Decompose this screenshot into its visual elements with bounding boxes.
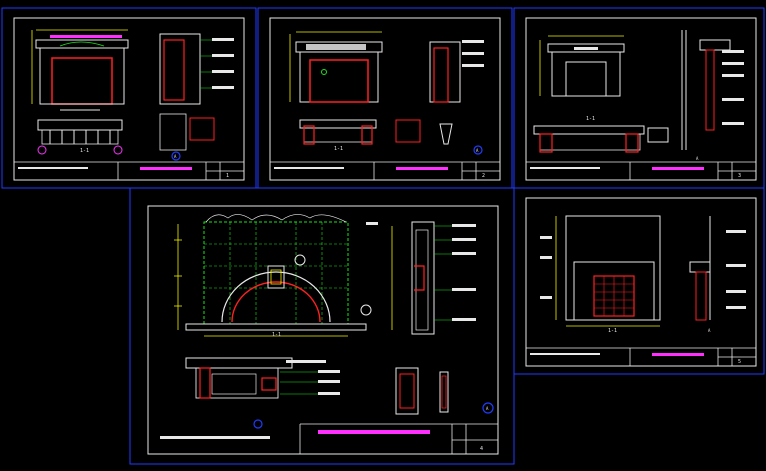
note-text-bar bbox=[18, 167, 88, 169]
sheet-5: 1-1 A 5 bbox=[525, 197, 757, 367]
title-block bbox=[526, 161, 756, 180]
fireplace-elevation bbox=[289, 31, 383, 103]
title-block bbox=[526, 347, 756, 366]
fireplace-side-section bbox=[391, 221, 476, 335]
detail-mark-a: A bbox=[174, 154, 177, 159]
sheet-number: 1 bbox=[226, 173, 229, 179]
sheet-number: 4 bbox=[480, 446, 483, 452]
viewport-frame-5 bbox=[513, 187, 765, 375]
fireplace-elevation bbox=[540, 215, 661, 327]
fireplace-elevation bbox=[539, 35, 625, 97]
title-text-bar bbox=[318, 430, 430, 434]
sheet-number: 5 bbox=[738, 359, 741, 365]
scale-mark-1-1: 1-1 bbox=[272, 332, 281, 338]
detail-drawings bbox=[395, 367, 494, 415]
sheet-border bbox=[269, 17, 501, 181]
sheet-2: 1-1 A 2 bbox=[269, 17, 501, 181]
fireplace-plan bbox=[37, 119, 123, 155]
sheet-border bbox=[13, 17, 245, 181]
fireplace-side-section bbox=[429, 40, 484, 103]
title-block bbox=[270, 161, 500, 180]
detail-mark-a: A bbox=[696, 156, 699, 161]
detail-mark-a: A bbox=[476, 148, 479, 153]
detail-mark-a: A bbox=[486, 406, 489, 411]
title-text-bar bbox=[140, 167, 192, 170]
note-text-bar bbox=[274, 167, 344, 169]
sheet-1: 1-1 A 1 bbox=[13, 17, 245, 181]
sheet-number: 3 bbox=[738, 173, 741, 179]
detail-drawings bbox=[395, 119, 483, 155]
title-text-bar bbox=[652, 353, 704, 356]
scale-mark-1-1: 1-1 bbox=[608, 328, 617, 334]
fireplace-elevation bbox=[174, 214, 378, 337]
fireplace-elevation bbox=[31, 29, 129, 111]
detail-mark-a: A bbox=[708, 328, 711, 333]
fireplace-side-section bbox=[689, 216, 746, 321]
sheet-number: 2 bbox=[482, 173, 485, 179]
wall-section bbox=[681, 30, 744, 150]
title-text-bar bbox=[652, 167, 704, 170]
detail-drawings bbox=[159, 113, 215, 161]
fireplace-side-section bbox=[159, 33, 234, 105]
scale-mark-1-1: 1-1 bbox=[80, 148, 89, 154]
title-text-bar bbox=[396, 167, 448, 170]
title-block bbox=[299, 423, 498, 454]
viewport-borders bbox=[1, 7, 765, 465]
sheet-border bbox=[147, 205, 499, 455]
scale-mark-1-1: 1-1 bbox=[586, 116, 595, 122]
sheet-border bbox=[525, 197, 757, 367]
note-text-bar bbox=[160, 436, 270, 439]
title-block bbox=[14, 161, 244, 180]
viewport-frame-1 bbox=[1, 7, 257, 189]
fireplace-plan bbox=[299, 119, 377, 145]
note-text-bar bbox=[530, 353, 600, 355]
sheet-4: 1-1 A 4 bbox=[147, 205, 499, 455]
fireplace-plan bbox=[533, 125, 669, 153]
sheet-border bbox=[525, 17, 757, 181]
fireplace-plan bbox=[185, 357, 340, 429]
note-text-bar bbox=[530, 167, 600, 169]
scale-mark-1-1: 1-1 bbox=[334, 146, 343, 152]
sheet-3: 1-1 A 3 bbox=[525, 17, 757, 181]
